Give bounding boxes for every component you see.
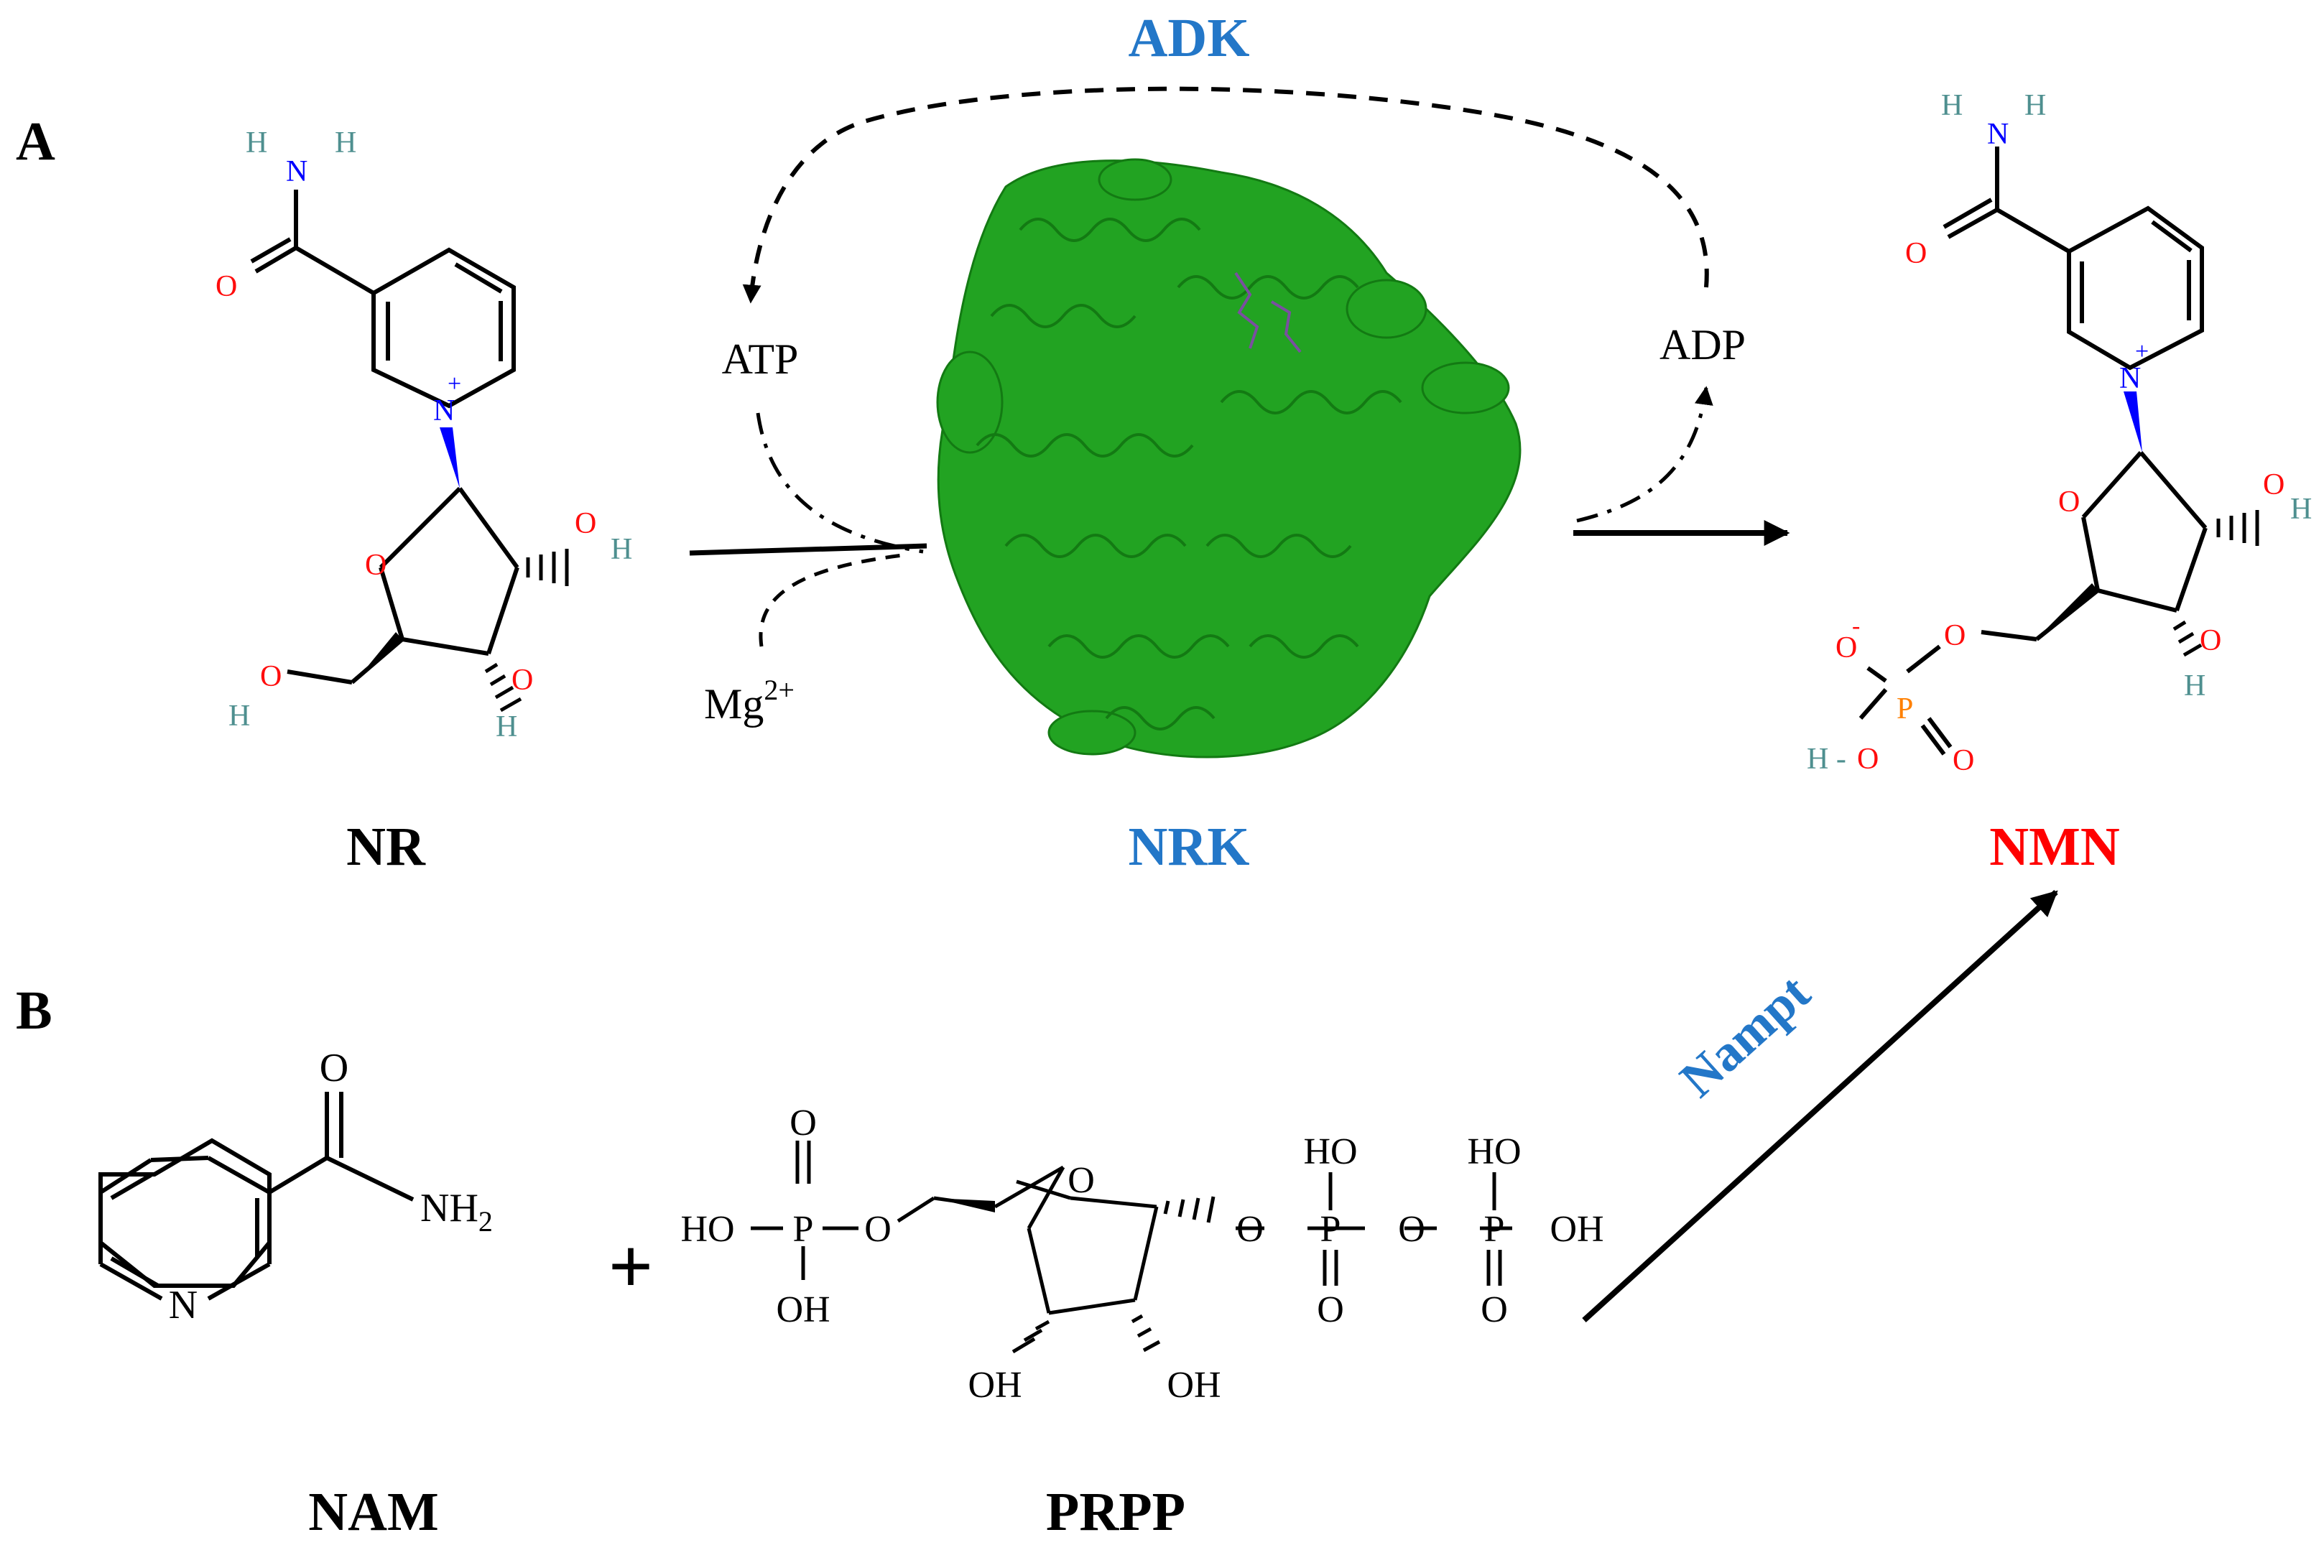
nmn-n-wedge <box>2124 391 2142 453</box>
nrk-ligand-sticks <box>1234 272 1302 353</box>
prpp-atoms: O HO P O OH O OH OH O HO P O O HO P O OH <box>680 1103 1603 1406</box>
svg-text:O: O <box>511 664 533 697</box>
svg-text:P: P <box>1484 1209 1505 1250</box>
nam-atoms: O N NH2 <box>169 1046 493 1327</box>
nrk-protein-ribbon <box>936 158 1522 759</box>
svg-text:O: O <box>1857 743 1879 776</box>
svg-text:O: O <box>1944 619 1966 652</box>
svg-text:O: O <box>216 270 237 303</box>
svg-text:H: H <box>246 126 267 159</box>
nr-c4-wedge <box>348 632 402 684</box>
nampt-label: Nampt <box>1669 964 1820 1108</box>
svg-text:H: H <box>228 700 250 733</box>
adk-label: ADK <box>1129 8 1250 68</box>
plus-operator: + <box>608 1223 654 1310</box>
svg-text:N: N <box>2119 362 2141 395</box>
nmn-hashed-bonds <box>2172 510 2259 657</box>
svg-text:O: O <box>1317 1289 1344 1330</box>
svg-text:+: + <box>2135 338 2149 365</box>
svg-text:O: O <box>864 1209 892 1250</box>
mg-label: Mg2+ <box>704 674 795 728</box>
svg-text:-: - <box>1852 613 1860 639</box>
svg-text:O: O <box>2263 468 2284 501</box>
svg-text:O: O <box>2058 486 2080 519</box>
nr-structure <box>250 190 519 685</box>
nmn-structure <box>1858 147 2208 756</box>
svg-text:H: H <box>2024 89 2046 122</box>
svg-text:HO: HO <box>1303 1131 1357 1172</box>
nr-to-nrk-line <box>689 543 927 556</box>
svg-text:O: O <box>1905 237 1927 270</box>
svg-text:OH: OH <box>1550 1209 1603 1250</box>
nr-n-wedge <box>440 427 460 488</box>
prpp-c4-wedge <box>934 1198 995 1212</box>
svg-text:OH: OH <box>968 1365 1022 1406</box>
svg-text:O: O <box>320 1046 348 1090</box>
nr-atoms: H H N O N + O O H O H O H <box>216 126 632 743</box>
svg-text:N: N <box>169 1283 198 1327</box>
svg-text:H: H <box>1941 89 1963 122</box>
svg-text:O: O <box>1481 1289 1508 1330</box>
nam-label: NAM <box>308 1482 439 1542</box>
svg-text:P: P <box>1897 692 1913 725</box>
svg-text:N: N <box>433 394 455 427</box>
adp-label: ADP <box>1659 321 1746 368</box>
prpp-hashed-bonds <box>1011 1196 1216 1354</box>
svg-text:P: P <box>793 1209 814 1250</box>
nrk-label: NRK <box>1129 817 1250 877</box>
nampt-arrow <box>1582 890 2058 1322</box>
panel-label-b: B <box>16 980 52 1041</box>
svg-text:O: O <box>1953 744 1974 777</box>
nmn-atoms: H H N O N + O O H O H O O - P O H - O <box>1807 89 2312 777</box>
svg-text:OH: OH <box>1167 1365 1221 1406</box>
atp-input-curve <box>756 412 924 554</box>
svg-text:NH2: NH2 <box>420 1186 493 1238</box>
svg-text:OH: OH <box>776 1289 830 1330</box>
svg-text:H: H <box>2184 669 2205 702</box>
svg-text:O: O <box>575 507 596 540</box>
nam-structure <box>98 1092 415 1301</box>
svg-text:N: N <box>1987 118 2009 151</box>
svg-text:N: N <box>286 155 307 188</box>
svg-text:+: + <box>448 371 461 397</box>
svg-text:H: H <box>611 533 632 566</box>
prpp-label: PRPP <box>1046 1482 1185 1542</box>
atp-label: ATP <box>722 335 799 383</box>
svg-text:O: O <box>2200 624 2221 657</box>
svg-text:O: O <box>1835 631 1857 664</box>
svg-text:O: O <box>365 549 386 582</box>
svg-text:O: O <box>1398 1209 1425 1250</box>
svg-text:O: O <box>1236 1209 1264 1250</box>
svg-text:H -: H - <box>1807 743 1846 776</box>
svg-text:O: O <box>790 1103 817 1143</box>
nmn-label: NMN <box>1989 817 2120 877</box>
svg-text:O: O <box>260 660 282 693</box>
adp-output-curve <box>1576 386 1713 523</box>
nr-label: NR <box>346 817 426 877</box>
svg-text:P: P <box>1320 1209 1341 1250</box>
adk-cycle-arrow <box>742 86 1709 304</box>
svg-text:HO: HO <box>1467 1131 1521 1172</box>
svg-text:HO: HO <box>680 1209 734 1250</box>
svg-text:H: H <box>2290 493 2312 526</box>
nr-hashed-bonds <box>484 549 569 713</box>
svg-text:H: H <box>335 126 356 159</box>
mg-input-curve <box>759 552 909 647</box>
nrk-helix-detail <box>976 218 1402 730</box>
svg-text:H: H <box>496 710 517 743</box>
nmn-c4-wedge <box>2032 583 2098 641</box>
svg-text:O: O <box>1068 1160 1095 1201</box>
panel-label-a: A <box>16 111 55 172</box>
